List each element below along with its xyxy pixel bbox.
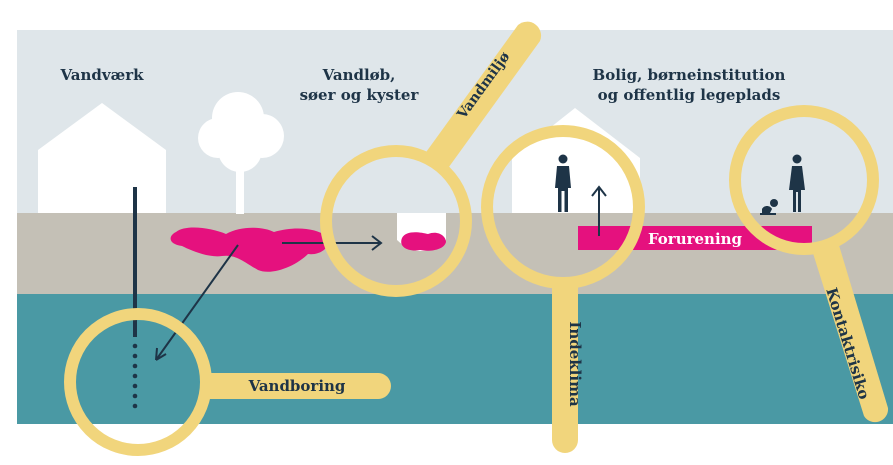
vandmiljo-lens (320, 145, 472, 297)
label-streams-line1: Vandløb, (322, 66, 396, 84)
well-pipe (133, 187, 137, 337)
well-screen-dots (132, 343, 138, 409)
vandboring-handle (202, 373, 391, 399)
vandboring-label: Vandboring (248, 377, 346, 395)
label-contamination: Forurening (648, 230, 743, 248)
contamination-plume (170, 227, 329, 272)
magnifier-vandboring: Vandboring (64, 308, 391, 456)
indeklima-label: Indeklima (566, 321, 584, 407)
kontaktrisiko-lens (729, 105, 879, 255)
label-streams-line2: søer og kyster (300, 86, 420, 104)
vandmiljo-handle (424, 21, 542, 171)
arrow-to-well (155, 244, 239, 361)
waterworks-building (38, 103, 166, 213)
label-housing-line1: Bolig, børneinstitution (593, 66, 786, 84)
vandboring-lens (64, 308, 212, 456)
woman-figure-icon (789, 154, 805, 212)
label-waterworks: Vandværk (59, 66, 144, 84)
indeklima-lens (481, 125, 645, 289)
stream-contamination (401, 232, 446, 251)
arrow-up-indoor (591, 185, 607, 236)
label-housing-line2: og offentlig legeplads (598, 86, 781, 104)
magnifier-indeklima: Indeklima (481, 125, 645, 453)
adult-figure-icon (555, 154, 571, 212)
baby-figure-icon (760, 199, 778, 215)
indeklima-handle (552, 278, 578, 453)
kontaktrisiko-handle (812, 242, 889, 423)
tree-icon (198, 92, 284, 214)
